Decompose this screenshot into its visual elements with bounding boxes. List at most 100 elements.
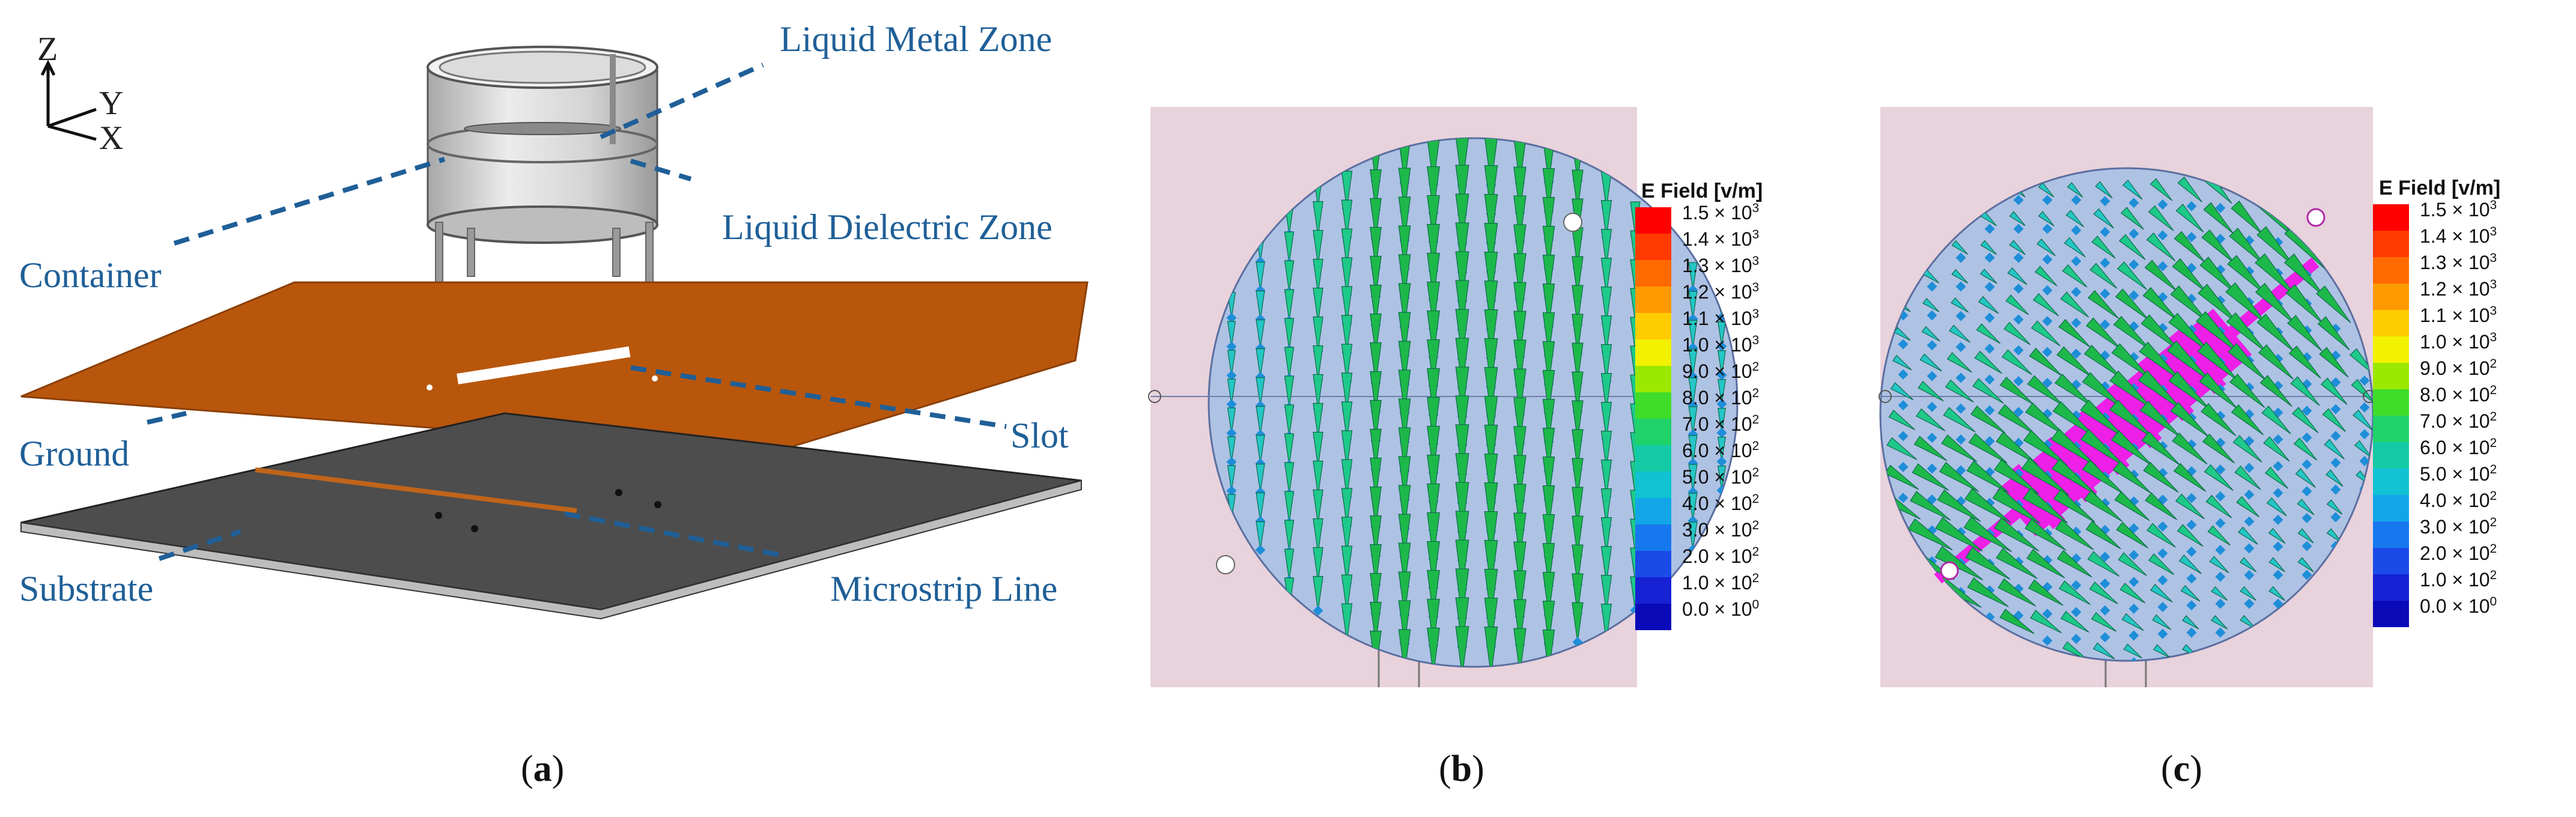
field-arrow-base: [1226, 485, 1237, 496]
field-arrow: [1455, 222, 1469, 273]
field-arrow: [1966, 460, 2009, 494]
field-arrow: [2207, 525, 2231, 546]
field-arrow: [1484, 280, 1498, 330]
field-arrow: [1912, 463, 1949, 491]
field-arrow: [1455, 424, 1469, 475]
field-arrow-base: [1927, 433, 1937, 443]
field-arrow: [1455, 280, 1469, 330]
legend-tick-label: 5.0 × 102: [2420, 463, 2497, 485]
field-arrow-base: [2301, 405, 2312, 416]
legend-title: E Field [v/m]: [2379, 177, 2500, 199]
field-arrow: [2319, 347, 2349, 378]
field-arrow: [1718, 379, 1726, 404]
field-arrow: [1513, 339, 1526, 386]
field-arrow: [2203, 202, 2234, 234]
field-arrow: [1688, 291, 1698, 319]
legend-tick-label: 3.0 × 102: [1682, 518, 1759, 541]
field-arrow: [2232, 434, 2262, 463]
field-arrow: [1313, 201, 1323, 236]
field-arrow: [1484, 165, 1498, 214]
field-arrow: [1542, 369, 1555, 413]
field-arrow: [2030, 610, 2062, 634]
field-arrow: [2201, 229, 2235, 264]
field-arrow: [2263, 436, 2290, 462]
field-arrow: [1922, 297, 1940, 312]
field-arrow: [1572, 400, 1584, 440]
field-arrow: [2168, 371, 2210, 410]
field-arrow: [1572, 458, 1584, 498]
field-arrow-base: [2215, 598, 2226, 609]
field-arrow: [1370, 342, 1382, 383]
legend-tick-label: 1.0 × 103: [1682, 333, 1759, 356]
legend-color-swatch: [1635, 604, 1671, 630]
field-arrow: [1370, 198, 1382, 239]
field-arrow: [1600, 344, 1612, 381]
field-arrow: [1455, 251, 1469, 302]
field-arrow: [1484, 424, 1498, 474]
legend-tick-label: 1.3 × 103: [1682, 254, 1759, 276]
field-arrow: [2080, 429, 2125, 467]
field-arrow-base: [1927, 463, 1937, 474]
field-arrow-base: [1927, 371, 1937, 381]
field-arrow: [2150, 583, 2173, 603]
field-arrow: [1918, 381, 1944, 402]
field-arrow: [2168, 312, 2211, 353]
field-arrow: [2050, 428, 2098, 467]
field-arrow: [1913, 436, 1948, 461]
field-arrow-base: [1716, 341, 1727, 351]
legend-color-swatch: [2373, 416, 2409, 442]
field-arrow: [1542, 254, 1555, 298]
panel-b: [1148, 107, 1739, 687]
field-arrow-base: [2013, 345, 2024, 356]
field-arrow: [1968, 433, 2008, 464]
field-arrow: [2121, 207, 2144, 230]
field-arrow: [2055, 519, 2094, 550]
field-arrow: [1964, 488, 2011, 523]
field-arrow: [1892, 354, 1912, 371]
field-arrow: [2170, 401, 2209, 437]
field-arrow: [1256, 463, 1265, 493]
field-arrow-base: [2013, 376, 2024, 387]
field-arrow: [1313, 345, 1323, 380]
field-arrow-base: [2359, 456, 2370, 466]
field-arrow: [1370, 515, 1382, 556]
field-arrow: [1256, 348, 1265, 377]
field-arrow-base: [2301, 569, 2312, 580]
field-arrow: [1921, 326, 1940, 342]
field-arrow: [2064, 237, 2086, 258]
field-arrow: [2285, 284, 2324, 324]
field-arrow: [2316, 285, 2351, 323]
field-arrow: [1992, 487, 2041, 524]
field-arrow: [1951, 269, 1969, 284]
field-arrow: [2029, 347, 2062, 377]
legend-tick-label: 5.0 × 102: [1682, 466, 1759, 488]
field-arrow: [1427, 425, 1440, 473]
field-arrow: [1886, 437, 1918, 460]
legend-tick-label: 1.0 × 103: [2420, 330, 2497, 353]
field-arrow: [1341, 401, 1353, 440]
field-arrow: [1227, 436, 1236, 463]
field-arrow: [1600, 604, 1612, 641]
field-arrow-base: [2244, 516, 2255, 527]
field-arrow: [2297, 557, 2314, 573]
field-arrow: [2225, 282, 2268, 326]
field-arrow: [2025, 518, 2067, 551]
ground-slot: [457, 346, 631, 384]
field-arrow: [1718, 408, 1726, 433]
field-arrow: [2095, 181, 2113, 199]
field-arrow: [2036, 238, 2056, 257]
field-arrow-base: [1955, 434, 1966, 445]
field-arrow: [1542, 427, 1555, 471]
field-arrow: [1542, 514, 1555, 557]
field-arrow: [1572, 544, 1584, 585]
field-arrow: [1427, 223, 1440, 271]
field-arrow: [2007, 267, 2028, 285]
field-arrow: [1484, 395, 1498, 445]
field-arrow-base: [2215, 571, 2226, 582]
field-arrow: [2001, 349, 2032, 375]
field-arrow: [2174, 463, 2207, 492]
field-arrow: [1256, 521, 1265, 550]
field-arrow: [1455, 539, 1469, 590]
field-arrow-base: [2330, 457, 2341, 468]
